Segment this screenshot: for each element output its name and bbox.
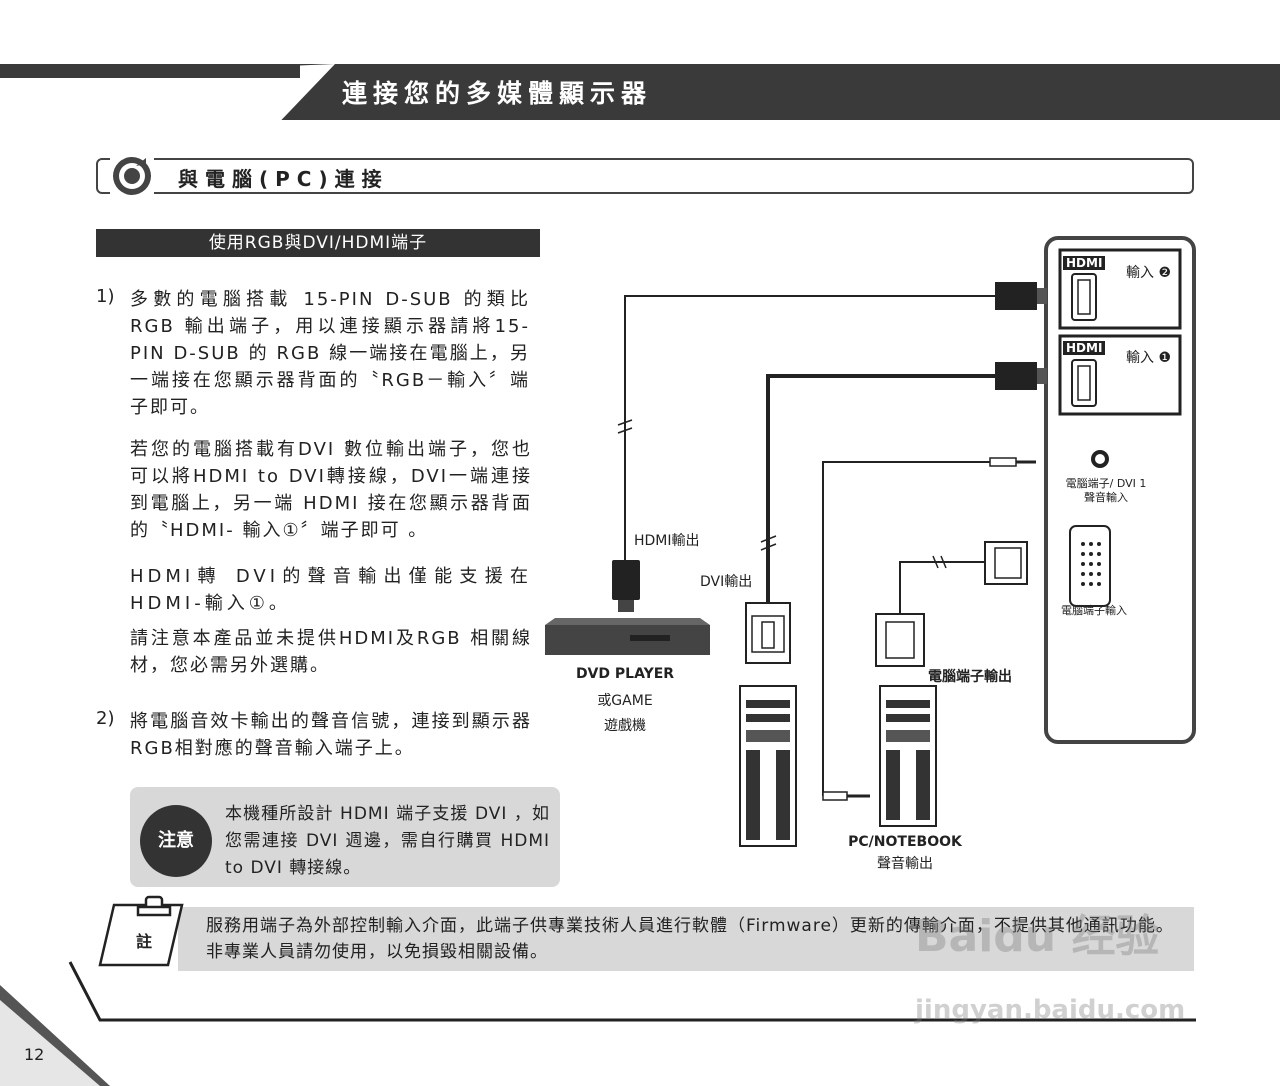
pc-tower-1 bbox=[739, 685, 797, 847]
header-band-top-strip bbox=[0, 64, 300, 78]
dvd-label-3: 遊戲機 bbox=[604, 718, 646, 734]
hdmi-plug-1 bbox=[995, 362, 1037, 390]
hdmi-logo-1: HDMI bbox=[1063, 341, 1106, 355]
pc-audio-label-2: 聲音輸出 bbox=[877, 856, 933, 872]
dvi-output-label: DVI輸出 bbox=[700, 574, 753, 590]
hdmi-plug-dvd bbox=[612, 560, 640, 600]
step-number: 2) bbox=[96, 708, 115, 729]
pc-audio-label-1: PC/NOTEBOOK bbox=[848, 834, 962, 850]
watermark-logo: Baidu 经验 bbox=[915, 911, 1160, 962]
input-2-label: 輸入 ❷ bbox=[1126, 265, 1172, 281]
subsection-title: 使用RGB與DVI/HDMI端子 bbox=[96, 229, 540, 257]
step-2-text: 將電腦音效卡輸出的聲音信號，連接到顯示器RGB相對應的聲音輸入端子上。 bbox=[130, 711, 532, 759]
target-icon bbox=[110, 154, 154, 198]
audio-input-label-2: 聲音輸入 bbox=[1084, 491, 1128, 504]
clipboard-icon bbox=[98, 895, 184, 967]
bottom-rule bbox=[68, 961, 1196, 1022]
dvi-paragraph: 若您的電腦搭載有DVI 數位輸出端子，您也可以將HDMI to DVI轉接線，D… bbox=[130, 439, 532, 541]
hdmi-audio-paragraph: HDMI轉 DVI的聲音輸出僅能支援在HDMI-輸入①。 bbox=[130, 566, 532, 614]
footnote-box bbox=[178, 907, 1194, 971]
section-title: 與電腦(PC)連接 bbox=[178, 167, 389, 191]
dvd-label-2: 或GAME bbox=[597, 693, 653, 709]
pc-input-label: 電腦端子輸入 bbox=[1061, 604, 1127, 617]
input-1-label: 輸入 ❶ bbox=[1126, 350, 1172, 366]
dvd-label-1: DVD PLAYER bbox=[575, 666, 675, 682]
step-1-text: 多數的電腦搭載 15-PIN D-SUB 的類比RGB 輸出端子，用以連接顯示器… bbox=[130, 289, 530, 418]
notice-text: 本機種所設計 HDMI 端子支援 DVI ，如您需連接 DVI 週邊，需自行購買… bbox=[225, 804, 550, 878]
footnote-text: 服務用端子為外部控制輸入介面，此端子供專業技術人員進行軟體（Firmware）更… bbox=[206, 916, 1174, 962]
section-heading-box bbox=[96, 158, 1194, 194]
pc-tower-2 bbox=[879, 685, 937, 827]
notice-badge: 注意 bbox=[140, 805, 212, 877]
connection-diagram bbox=[545, 236, 1196, 847]
page-number: 12 bbox=[24, 1045, 45, 1064]
page-title: 連接您的多媒體顯示器 bbox=[342, 79, 653, 108]
hdmi-output-label: HDMI輸出 bbox=[634, 533, 700, 549]
audio-input-label-1: 電腦端子/ DVI 1 bbox=[1065, 477, 1147, 490]
pc-output-label: 電腦端子輸出 bbox=[928, 669, 1012, 685]
step-number: 1) bbox=[96, 286, 115, 307]
hdmi-plug-2 bbox=[995, 282, 1037, 310]
dvd-player bbox=[545, 625, 710, 655]
watermark-url: jingyan.baidu.com bbox=[915, 995, 1186, 1025]
cable-paragraph: 請注意本產品並未提供HDMI及RGB 相關線材，您必需另外選購。 bbox=[130, 628, 532, 676]
footnote-badge: 註 bbox=[136, 932, 153, 951]
hdmi-logo-2: HDMI bbox=[1063, 256, 1106, 270]
